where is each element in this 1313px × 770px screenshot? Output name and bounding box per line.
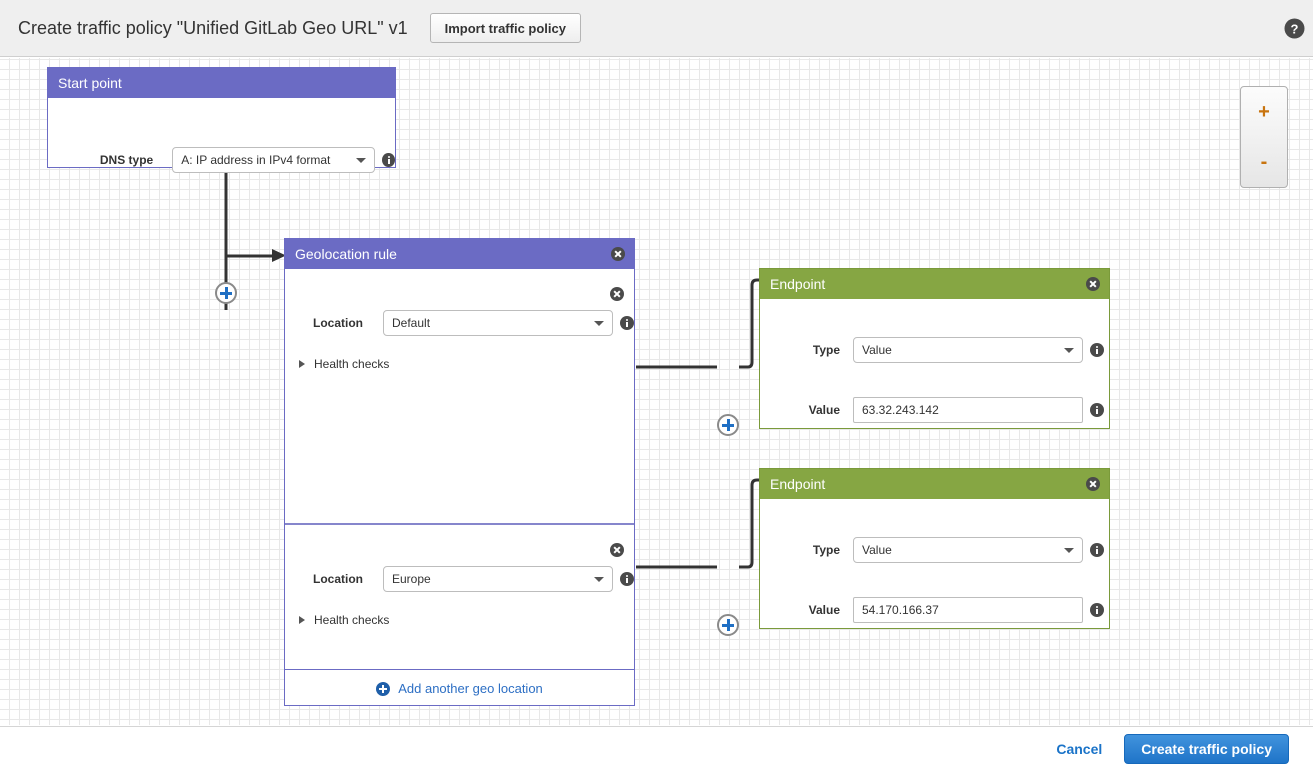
- policy-canvas[interactable]: Start point DNS type A: IP address in IP…: [0, 58, 1313, 725]
- endpoint-type-row-1: Type Value: [760, 337, 1109, 363]
- endpoint-value-row-1: Value 63.32.243.142: [760, 397, 1109, 423]
- endpoint-type-info-icon-2[interactable]: [1090, 543, 1104, 557]
- chevron-down-icon: [1064, 548, 1074, 553]
- endpoint-type-info-icon-1[interactable]: [1090, 343, 1104, 357]
- help-circle-icon[interactable]: ?: [1284, 18, 1305, 39]
- geolocation-rule-body: Location Default Health checks Locat: [285, 269, 634, 707]
- chevron-down-icon: [356, 158, 367, 163]
- add-node-connector-start[interactable]: [215, 282, 237, 304]
- start-point-title: Start point: [58, 75, 122, 91]
- endpoint-value-label-1: Value: [808, 403, 840, 417]
- start-point-node[interactable]: Start point DNS type A: IP address in IP…: [47, 67, 396, 173]
- start-point-header: Start point: [48, 68, 395, 98]
- endpoint-value-text-1: 63.32.243.142: [862, 403, 939, 417]
- endpoint-value-info-icon-2[interactable]: [1090, 603, 1104, 617]
- cancel-button[interactable]: Cancel: [1056, 740, 1103, 757]
- svg-text:?: ?: [1291, 22, 1299, 37]
- dns-type-value: A: IP address in IPv4 format: [181, 153, 331, 167]
- endpoint-header-1: Endpoint: [760, 269, 1109, 299]
- health-checks-label-1: Health checks: [314, 357, 390, 371]
- add-node-connector-endpoint-1[interactable]: [717, 414, 739, 436]
- dns-type-info-icon[interactable]: [382, 153, 396, 167]
- health-checks-label-2: Health checks: [314, 613, 390, 627]
- zoom-out-button[interactable]: -: [1241, 137, 1287, 187]
- geolocation-rule-title: Geolocation rule: [295, 246, 397, 262]
- remove-geo-location-icon[interactable]: [610, 543, 624, 557]
- endpoint-type-label-2: Type: [812, 543, 840, 557]
- page-title: Create traffic policy "Unified GitLab Ge…: [18, 17, 408, 38]
- remove-geo-location-icon[interactable]: [610, 287, 624, 301]
- endpoint-value-row-2: Value 54.170.166.37: [760, 597, 1109, 623]
- health-checks-toggle-2[interactable]: Health checks: [299, 613, 389, 627]
- health-checks-toggle-1[interactable]: Health checks: [299, 357, 389, 371]
- chevron-right-icon: [299, 360, 305, 368]
- endpoint-type-value-1: Value: [862, 343, 892, 357]
- geolocation-rule-header: Geolocation rule: [285, 239, 634, 269]
- location-row-1: Location Default: [285, 310, 634, 336]
- endpoint-value-text-2: 54.170.166.37: [862, 603, 939, 617]
- location-row-2: Location Europe: [285, 566, 634, 592]
- endpoint-body-2: Type Value Value 54.170.166.37: [760, 499, 1109, 630]
- dns-type-select[interactable]: A: IP address in IPv4 format: [172, 147, 376, 173]
- endpoint-value-info-icon-1[interactable]: [1090, 403, 1104, 417]
- endpoint-type-select-2[interactable]: Value: [853, 537, 1083, 563]
- location-info-icon-2[interactable]: [620, 572, 634, 586]
- location-value-2: Europe: [392, 572, 431, 586]
- zoom-in-button[interactable]: +: [1241, 87, 1287, 137]
- import-traffic-policy-button[interactable]: Import traffic policy: [429, 13, 581, 43]
- endpoint-header-2: Endpoint: [760, 469, 1109, 499]
- location-value-1: Default: [392, 316, 431, 330]
- endpoint-value-input-1[interactable]: 63.32.243.142: [853, 397, 1083, 423]
- bottom-action-bar: Cancel Create traffic policy: [0, 726, 1313, 770]
- plus-circle-icon: [376, 681, 391, 696]
- endpoint-node-2[interactable]: Endpoint Type Value Value 54.170.166.37: [759, 468, 1110, 629]
- create-traffic-policy-button[interactable]: Create traffic policy: [1124, 733, 1289, 764]
- close-icon[interactable]: [1086, 277, 1100, 291]
- add-geo-location-label: Add another geo location: [398, 681, 543, 696]
- geolocation-rule-node[interactable]: Geolocation rule Location Default Health…: [284, 238, 635, 706]
- chevron-down-icon: [1064, 348, 1074, 353]
- endpoint-title-2: Endpoint: [770, 476, 826, 492]
- location-label-2: Location: [313, 572, 363, 586]
- start-point-body: DNS type A: IP address in IPv4 format: [48, 98, 396, 173]
- endpoint-value-label-2: Value: [808, 603, 840, 617]
- location-info-icon-1[interactable]: [620, 316, 634, 330]
- zoom-controls[interactable]: + -: [1240, 86, 1288, 188]
- close-icon[interactable]: [1086, 477, 1100, 491]
- dns-type-label: DNS type: [99, 153, 154, 167]
- endpoint-title-1: Endpoint: [770, 276, 826, 292]
- endpoint-type-value-2: Value: [862, 543, 892, 557]
- section-divider: [285, 523, 634, 525]
- location-select-2[interactable]: Europe: [383, 566, 613, 592]
- close-icon[interactable]: [611, 247, 625, 261]
- endpoint-node-1[interactable]: Endpoint Type Value Value 63.32.243.142: [759, 268, 1110, 429]
- location-label-1: Location: [313, 316, 363, 330]
- chevron-right-icon: [299, 616, 305, 624]
- endpoint-type-row-2: Type Value: [760, 537, 1109, 563]
- add-node-connector-endpoint-2[interactable]: [717, 614, 739, 636]
- chevron-down-icon: [594, 577, 604, 582]
- endpoint-type-label-1: Type: [812, 343, 840, 357]
- endpoint-value-input-2[interactable]: 54.170.166.37: [853, 597, 1083, 623]
- location-select-1[interactable]: Default: [383, 310, 613, 336]
- add-geo-location-button[interactable]: Add another geo location: [285, 669, 634, 707]
- chevron-down-icon: [594, 321, 604, 326]
- dns-type-row: DNS type A: IP address in IPv4 format: [48, 147, 396, 173]
- top-header-bar: Create traffic policy "Unified GitLab Ge…: [0, 0, 1313, 57]
- endpoint-body-1: Type Value Value 63.32.243.142: [760, 299, 1109, 430]
- endpoint-type-select-1[interactable]: Value: [853, 337, 1083, 363]
